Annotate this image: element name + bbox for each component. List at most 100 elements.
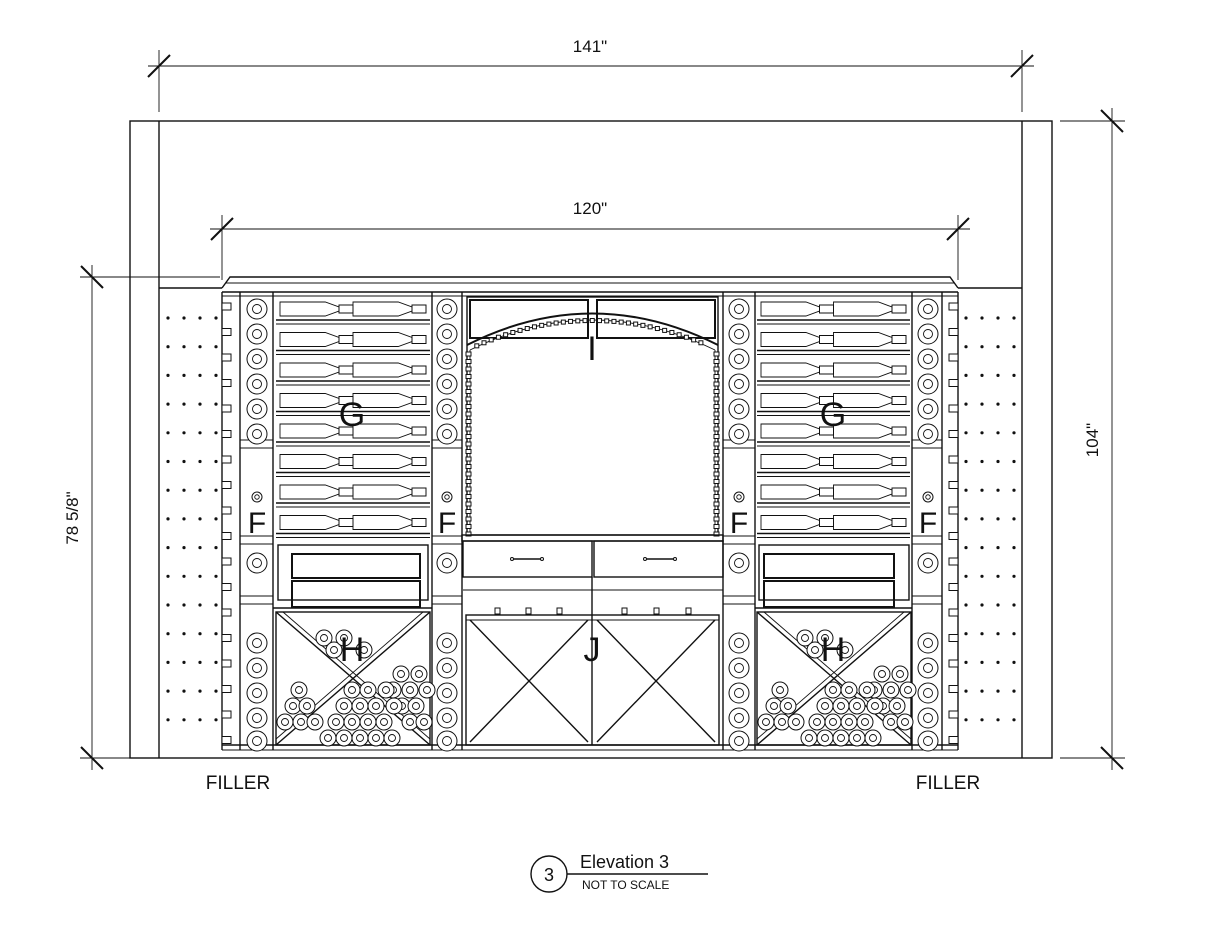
- arch-stud: [713, 464, 720, 469]
- bottle-neck: [289, 702, 297, 710]
- arch-stud: [465, 411, 472, 417]
- bottle-neck: [348, 718, 356, 726]
- bottle-neck: [734, 304, 744, 314]
- bottle-end: [866, 697, 884, 715]
- bottle-end: [806, 641, 824, 659]
- bottle-neck: [388, 734, 396, 742]
- bottle-end: [917, 682, 939, 704]
- bottle-peg: [221, 557, 232, 566]
- bottle-peg: [948, 608, 959, 617]
- bottle-neck: [442, 558, 452, 568]
- filler-dot: [166, 316, 170, 320]
- bottle-neck: [734, 638, 744, 648]
- filler-dot: [198, 402, 202, 406]
- filler-dot: [1012, 488, 1016, 492]
- bottle-end: [728, 298, 750, 320]
- arch-stud: [713, 471, 720, 477]
- bottle-neck: [923, 688, 933, 698]
- bottle-peg: [948, 583, 959, 591]
- bottle-side: [760, 423, 820, 439]
- filler-label-right: FILLER: [916, 773, 980, 794]
- filler-dot: [980, 689, 984, 693]
- bottle-side: [833, 332, 893, 347]
- bottle-neck: [320, 634, 328, 642]
- bottle-end: [251, 491, 263, 503]
- filler-dot: [1012, 689, 1016, 693]
- filler-dot: [964, 546, 968, 550]
- bottle-end: [246, 298, 268, 320]
- bottle-end: [787, 713, 805, 731]
- bottle-peg: [221, 608, 232, 617]
- bottle-end: [436, 423, 458, 445]
- filler-dot: [166, 345, 170, 349]
- bottle-neck: [364, 686, 372, 694]
- arch-stud: [465, 359, 472, 364]
- filler-dot: [980, 373, 984, 377]
- bottle-neck: [360, 646, 368, 654]
- arch-stud: [465, 501, 472, 507]
- bottle-neck: [420, 718, 428, 726]
- section-label-h-right: H: [821, 631, 846, 669]
- filler-dot: [980, 546, 984, 550]
- filler-dot: [964, 517, 968, 521]
- filler-dot: [1012, 632, 1016, 636]
- arch-stud: [647, 324, 653, 330]
- cabinet-base: [222, 744, 958, 751]
- arch-stud: [713, 479, 720, 484]
- bottle-neck: [829, 686, 837, 694]
- bottle-neck: [734, 329, 744, 339]
- bottle-cap: [819, 457, 834, 466]
- bottle-peg: [221, 430, 232, 438]
- bottle-end: [359, 713, 377, 731]
- filler-dot: [214, 574, 218, 578]
- cabinet-height-label: 78 5/8": [63, 491, 82, 544]
- bottle-neck: [845, 718, 853, 726]
- arch-stud: [465, 381, 472, 387]
- filler-dot: [1012, 546, 1016, 550]
- arch-stud: [633, 321, 639, 327]
- bottle-peg: [948, 302, 959, 311]
- arch-stud: [465, 479, 472, 484]
- bottle-end: [327, 713, 345, 731]
- bottle-end: [436, 373, 458, 395]
- filler-dot: [166, 574, 170, 578]
- filler-dot: [198, 345, 202, 349]
- bottle-end: [728, 552, 750, 574]
- filler-dot: [198, 689, 202, 693]
- display-shelf-left: [273, 544, 432, 609]
- filler-dot: [182, 345, 186, 349]
- bottle-end: [728, 657, 750, 679]
- filler-dot: [182, 373, 186, 377]
- bottle-side: [279, 332, 340, 347]
- bottle-neck: [734, 736, 744, 746]
- bottle-neck: [923, 558, 933, 568]
- bottle-peg: [221, 328, 232, 336]
- bottle-neck: [923, 404, 933, 414]
- arch-stud: [465, 351, 472, 357]
- bottle-side: [352, 332, 413, 347]
- arch-stud: [465, 389, 472, 394]
- bottle-neck: [762, 718, 770, 726]
- bottle-neck: [734, 429, 744, 439]
- filler-dot: [996, 660, 1000, 665]
- bottle-cap: [338, 457, 354, 466]
- dimension-overall-height: 104": [1060, 108, 1125, 770]
- bottle-end: [864, 729, 882, 747]
- bottle-end: [856, 713, 874, 731]
- bottle-neck: [923, 663, 933, 673]
- bottle-neck: [734, 558, 744, 568]
- filler-dot: [214, 689, 218, 693]
- section-label-f-1: F: [248, 507, 266, 540]
- bottle-peg: [948, 379, 959, 387]
- filler-dot: [198, 603, 202, 607]
- arch-stud: [465, 471, 472, 477]
- bottle-end: [917, 398, 939, 420]
- bottle-peg: [221, 379, 232, 387]
- bottle-cap: [891, 335, 907, 344]
- arch-stud: [481, 340, 487, 346]
- bottle-cap: [819, 304, 834, 314]
- bottle-end: [392, 665, 410, 683]
- bottle-end: [896, 713, 914, 731]
- bottle-side: [833, 484, 893, 500]
- bottle-neck: [390, 702, 398, 710]
